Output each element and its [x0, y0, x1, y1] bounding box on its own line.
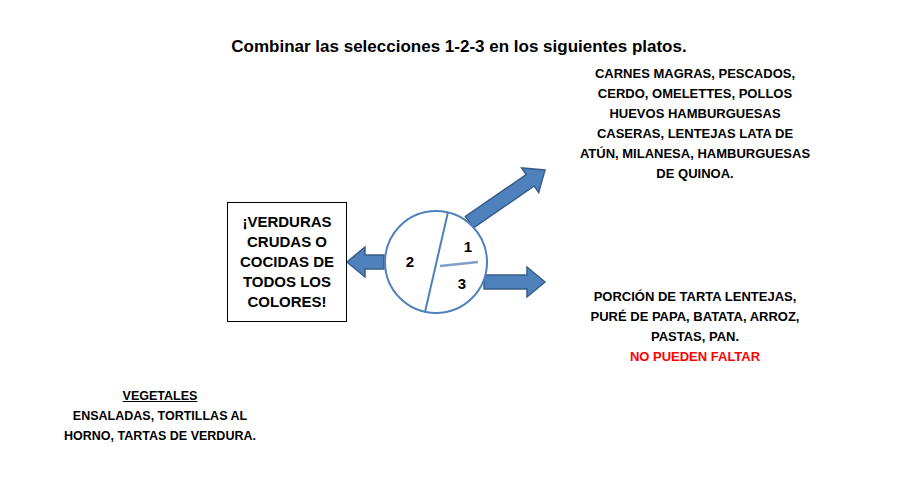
category-box: ¡VERDURAS CRUDAS O COCIDAS DE TODOS LOS … [227, 202, 347, 322]
node-text: CARNES MAGRAS, PESCADOS, CERDO, OMELETTE… [579, 64, 811, 184]
plate-circle: 1 2 3 [384, 210, 488, 314]
section-heading: VEGETALES [50, 386, 270, 406]
section-number: 3 [458, 276, 466, 292]
node-text: NO PUEDEN FALTAR [579, 347, 811, 367]
node-text: PORCIÓN DE TARTA LENTEJAS, PURÉ DE PAPA,… [579, 287, 811, 347]
block-arrow [347, 247, 384, 277]
section-number: 2 [406, 254, 414, 270]
block-arrow [484, 267, 545, 297]
food-list: CARNES MAGRAS, PESCADOS, CERDO, OMELETTE… [545, 64, 845, 184]
circle-outline [384, 210, 488, 314]
box-text-holder: ¡VERDURAS CRUDAS O COCIDAS DE TODOS LOS … [236, 212, 338, 312]
section-number: 1 [464, 239, 472, 255]
note-text: ENSALADAS, TORTILLAS AL HORNO, TARTAS DE… [50, 406, 270, 446]
block-arrow [465, 168, 545, 228]
food-list: PORCIÓN DE TARTA LENTEJAS, PURÉ DE PAPA,… [545, 287, 845, 367]
title-text: Combinar las selecciones 1-2-3 en los si… [0, 37, 918, 57]
node-text: ¡VERDURAS CRUDAS O COCIDAS DE TODOS LOS … [236, 212, 338, 312]
